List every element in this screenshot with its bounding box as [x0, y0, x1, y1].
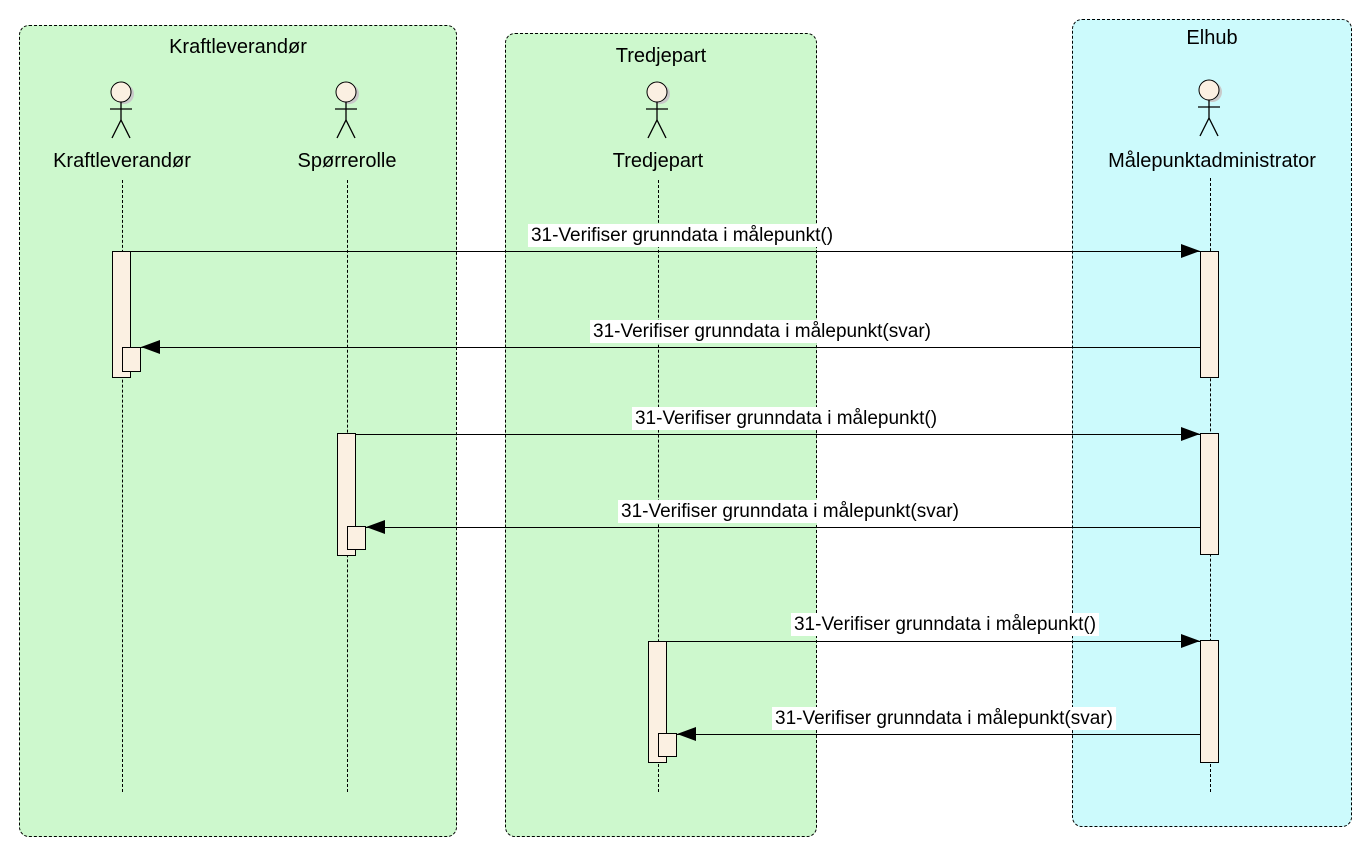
activation-bar-tredjepart: [648, 641, 667, 763]
message-arrowhead-icon: [1181, 244, 1200, 258]
actor-label-malepunktadministrator: Målepunktadministrator: [1108, 150, 1316, 172]
activation-bar-sporrerolle-nested: [347, 526, 366, 550]
activation-bar-tredjepart-nested: [658, 733, 677, 757]
message-line: [366, 527, 1200, 528]
message-arrowhead-icon: [1181, 427, 1200, 441]
activation-bar-sporrerolle: [337, 433, 356, 556]
message-arrowhead-icon: [1181, 634, 1200, 648]
actor-label-kraftleverandor: Kraftleverandør: [53, 150, 191, 172]
message-arrowhead-icon: [677, 727, 696, 741]
group-box-kraftleverandor: [19, 25, 457, 837]
message-label: 31-Verifiser grunndata i målepunkt(): [790, 613, 1100, 636]
group-title-tredjepart: Tredjepart: [615, 45, 707, 67]
activation-bar-kraftleverandor: [112, 251, 131, 378]
activation-bar-elhub-2: [1200, 433, 1219, 555]
actor-label-tredjepart: Tredjepart: [612, 150, 704, 172]
message-line: [141, 347, 1200, 348]
message-arrowhead-icon: [366, 520, 385, 534]
actor-label-sporrerolle: Spørrerolle: [297, 150, 397, 172]
message-line: [356, 434, 1200, 435]
activation-bar-elhub-1: [1200, 251, 1219, 378]
actor-icon-sporrerolle: [334, 80, 360, 142]
actor-icon-malepunktadministrator: [1197, 78, 1223, 140]
lifeline-tredjepart: [658, 180, 659, 792]
actor-icon-kraftleverandor: [109, 80, 135, 142]
message-label: 31-Verifiser grunndata i målepunkt(): [631, 407, 941, 430]
activation-bar-elhub-3: [1200, 640, 1219, 763]
message-label: 31-Verifiser grunndata i målepunkt(svar): [772, 707, 1116, 730]
activation-bar-kraftleverandor-nested: [122, 347, 141, 372]
message-label: 31-Verifiser grunndata i målepunkt(svar): [618, 500, 962, 523]
group-title-kraftleverandor: Kraftleverandør: [169, 36, 307, 58]
message-label: 31-Verifiser grunndata i målepunkt(svar): [590, 320, 934, 343]
message-arrowhead-icon: [141, 340, 160, 354]
message-line: [677, 734, 1200, 735]
message-line: [131, 251, 1200, 252]
message-label: 31-Verifiser grunndata i målepunkt(): [527, 224, 837, 247]
actor-icon-tredjepart: [645, 80, 671, 142]
message-line: [667, 641, 1200, 642]
lifeline-kraftleverandor: [122, 180, 123, 792]
group-title-elhub: Elhub: [1186, 27, 1238, 49]
